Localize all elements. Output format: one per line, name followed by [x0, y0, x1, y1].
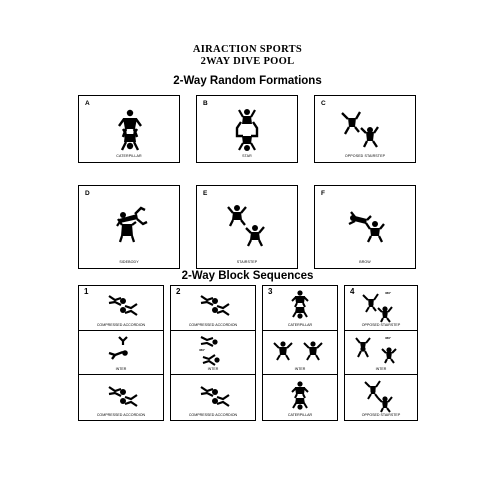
formation-letter: F [321, 190, 325, 197]
cell-caption: INTER [207, 367, 219, 371]
block-sequence-2: 2 COMPRESSED ACCORDION 360° INTER COMPRE… [170, 285, 256, 421]
star-diagram [235, 109, 259, 151]
formation-card-e: E STAIRSTEP [196, 185, 298, 269]
sequence-number: 3 [268, 287, 273, 296]
rotation-note: 360° [385, 291, 392, 295]
block-sequences-heading: 2-Way Block Sequences [181, 270, 314, 282]
cell-caption: INTER [294, 367, 306, 371]
cell-caption: COMPRESSED ACCORDION [188, 413, 238, 417]
sequence-cell: COMPRESSED ACCORDION [79, 286, 163, 330]
cell-caption: CATERPILLAR [287, 323, 313, 327]
caterpillar-diagram [118, 109, 142, 151]
cell-caption: OPPOSED STAIRSTEP [361, 413, 401, 417]
opposed-stairstep-diagram [341, 111, 379, 148]
sequence-cell: CATERPILLAR [263, 374, 337, 420]
formation-letter: A [85, 100, 90, 107]
formation-card-c: C OPPOSED STAIRSTEP [314, 95, 416, 163]
cell-caption: INTER [375, 367, 387, 371]
sequence-cell: INTER [79, 330, 163, 374]
sequence-cell: 360° INTER [345, 330, 417, 374]
sequence-number: 4 [350, 287, 355, 296]
formation-caption: STAR [242, 154, 252, 158]
sequence-number: 2 [176, 287, 181, 296]
rotation-note: 360° [385, 336, 392, 340]
formation-letter: B [203, 100, 208, 107]
stairstep-diagram [227, 205, 265, 247]
block-sequence-1: 1 COMPRESSED ACCORDION INTER COMPRESSED … [78, 285, 164, 421]
sidebody-diagram [116, 206, 148, 243]
sequence-cell: INTER [263, 330, 337, 374]
cell-caption: CATERPILLAR [287, 413, 313, 417]
formation-letter: D [85, 190, 90, 197]
compressed-accordion-diagram [108, 295, 138, 316]
opposed-stairstep-diagram [362, 293, 393, 323]
formation-caption: OPPOSED STAIRSTEP [344, 154, 386, 158]
random-formations-heading: 2-Way Random Formations [173, 75, 322, 87]
formation-card-a: A CATERPILLAR [78, 95, 180, 163]
cell-caption: OPPOSED STAIRSTEP [361, 323, 401, 327]
inter-diagram [108, 336, 128, 360]
sequence-cell: OPPOSED STAIRSTEP [345, 374, 417, 420]
sequence-cell: 360° OPPOSED STAIRSTEP [345, 286, 417, 330]
inter-360-diagram [200, 336, 220, 366]
inter-360-diagram [355, 337, 397, 364]
sequence-cell: 360° INTER [171, 330, 255, 374]
cell-caption: INTER [115, 367, 127, 371]
caterpillar-diagram [291, 290, 309, 319]
formation-card-d: D SIDEBODY [78, 185, 180, 269]
formation-caption: STAIRSTEP [236, 260, 258, 264]
cell-caption: COMPRESSED ACCORDION [188, 323, 238, 327]
cell-caption: COMPRESSED ACCORDION [96, 413, 146, 417]
block-sequence-3: 3 CATERPILLAR INTER [262, 285, 338, 421]
inter-diagram [273, 341, 323, 361]
sequence-cell: CATERPILLAR [263, 286, 337, 330]
sequence-cell: COMPRESSED ACCORDION [171, 286, 255, 330]
formation-caption: BROW [359, 260, 371, 264]
compressed-accordion-diagram [200, 386, 230, 407]
caterpillar-diagram [291, 381, 309, 410]
formation-letter: C [321, 100, 326, 107]
compressed-accordion-diagram [200, 295, 230, 316]
rotation-note: 360° [199, 348, 206, 352]
sequence-cell: COMPRESSED ACCORDION [79, 374, 163, 420]
sequence-number: 1 [84, 287, 89, 296]
block-sequence-4: 4 360° OPPOSED STAIRSTEP 360° INTER [344, 285, 418, 421]
cell-caption: COMPRESSED ACCORDION [96, 323, 146, 327]
title-line-2: 2WAY DIVE POOL [200, 56, 295, 67]
brow-diagram [348, 211, 385, 243]
title-line-1: AIRACTION SPORTS [192, 44, 303, 55]
sequence-cell: COMPRESSED ACCORDION [171, 374, 255, 420]
formation-card-b: B STAR [196, 95, 298, 163]
formation-letter: E [203, 190, 208, 197]
formation-card-f: F BROW [314, 185, 416, 269]
compressed-accordion-diagram [108, 386, 138, 407]
formation-caption: SIDEBODY [119, 260, 139, 264]
formation-caption: CATERPILLAR [116, 154, 142, 158]
opposed-stairstep-diagram [364, 380, 393, 413]
